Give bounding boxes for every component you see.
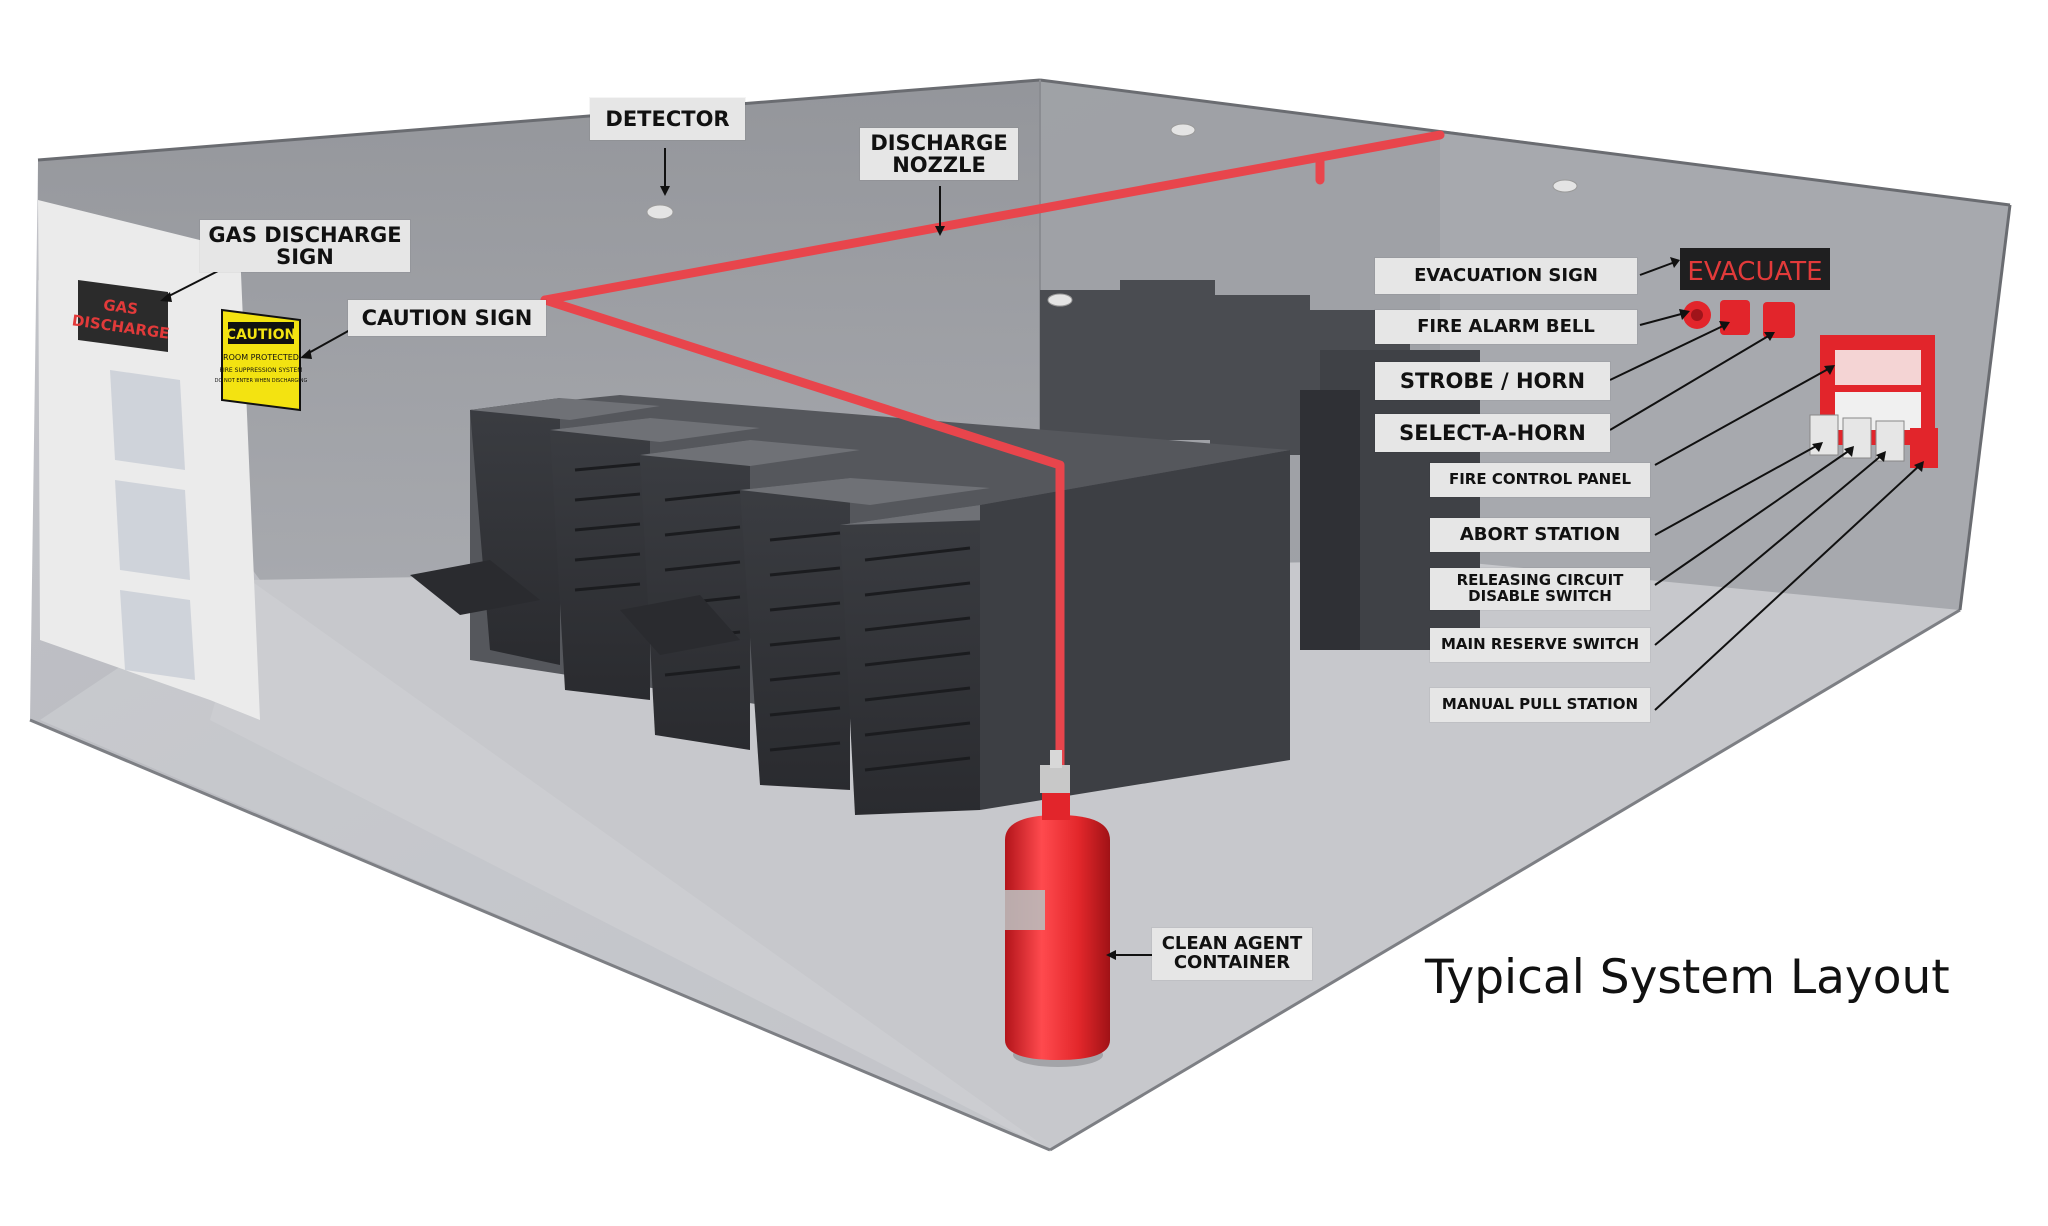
label-releasing-circuit-disable-switch: RELEASING CIRCUIT DISABLE SWITCH <box>1430 568 1650 610</box>
svg-text:FIRE SUPPRESSION SYSTEM: FIRE SUPPRESSION SYSTEM <box>220 367 303 374</box>
label-strobe-horn: STROBE / HORN <box>1375 362 1610 400</box>
arrow-heads <box>160 186 1924 960</box>
leader-lines <box>164 148 1921 956</box>
svg-text:GAS: GAS <box>102 296 139 319</box>
detector-devices <box>646 123 1578 307</box>
label-select-a-horn: SELECT-A-HORN <box>1375 414 1610 452</box>
evacuate-sign-device: EVACUATE <box>1680 248 1830 290</box>
svg-text:EVACUATE: EVACUATE <box>1687 257 1822 287</box>
svg-text:ROOM PROTECTED: ROOM PROTECTED <box>223 353 299 362</box>
label-evacuation-sign: EVACUATION SIGN <box>1375 258 1637 294</box>
label-abort-station: ABORT STATION <box>1430 518 1650 552</box>
discharge-pipe <box>540 130 1445 805</box>
front-glass <box>40 580 1050 1150</box>
diagram-title: Typical System Layout <box>1425 950 1950 1005</box>
label-fire-control-panel: FIRE CONTROL PANEL <box>1430 463 1650 497</box>
caution-sign-device: CAUTION ROOM PROTECTED FIRE SUPPRESSION … <box>215 308 308 412</box>
server-rack <box>740 478 850 790</box>
label-main-reserve-switch: MAIN RESERVE SWITCH <box>1430 628 1650 662</box>
gas-discharge-sign-device: GAS DISCHARGE <box>71 280 171 352</box>
svg-text:DO NOT ENTER WHEN DISCHARGING: DO NOT ENTER WHEN DISCHARGING <box>215 378 308 384</box>
label-fire-alarm-bell: FIRE ALARM BELL <box>1375 310 1637 344</box>
server-rack <box>640 440 750 750</box>
label-caution-sign: CAUTION SIGN <box>348 300 546 336</box>
alarm-devices <box>1683 300 1795 338</box>
clean-agent-cylinder <box>1005 750 1110 1067</box>
label-discharge-nozzle: DISCHARGE NOZZLE <box>860 128 1018 180</box>
label-gas-discharge-sign: GAS DISCHARGE SIGN <box>200 220 410 272</box>
svg-text:CAUTION: CAUTION <box>226 327 296 343</box>
label-clean-agent-container: CLEAN AGENT CONTAINER <box>1152 928 1312 980</box>
label-manual-pull-station: MANUAL PULL STATION <box>1430 688 1650 722</box>
label-detector: DETECTOR <box>590 98 745 140</box>
